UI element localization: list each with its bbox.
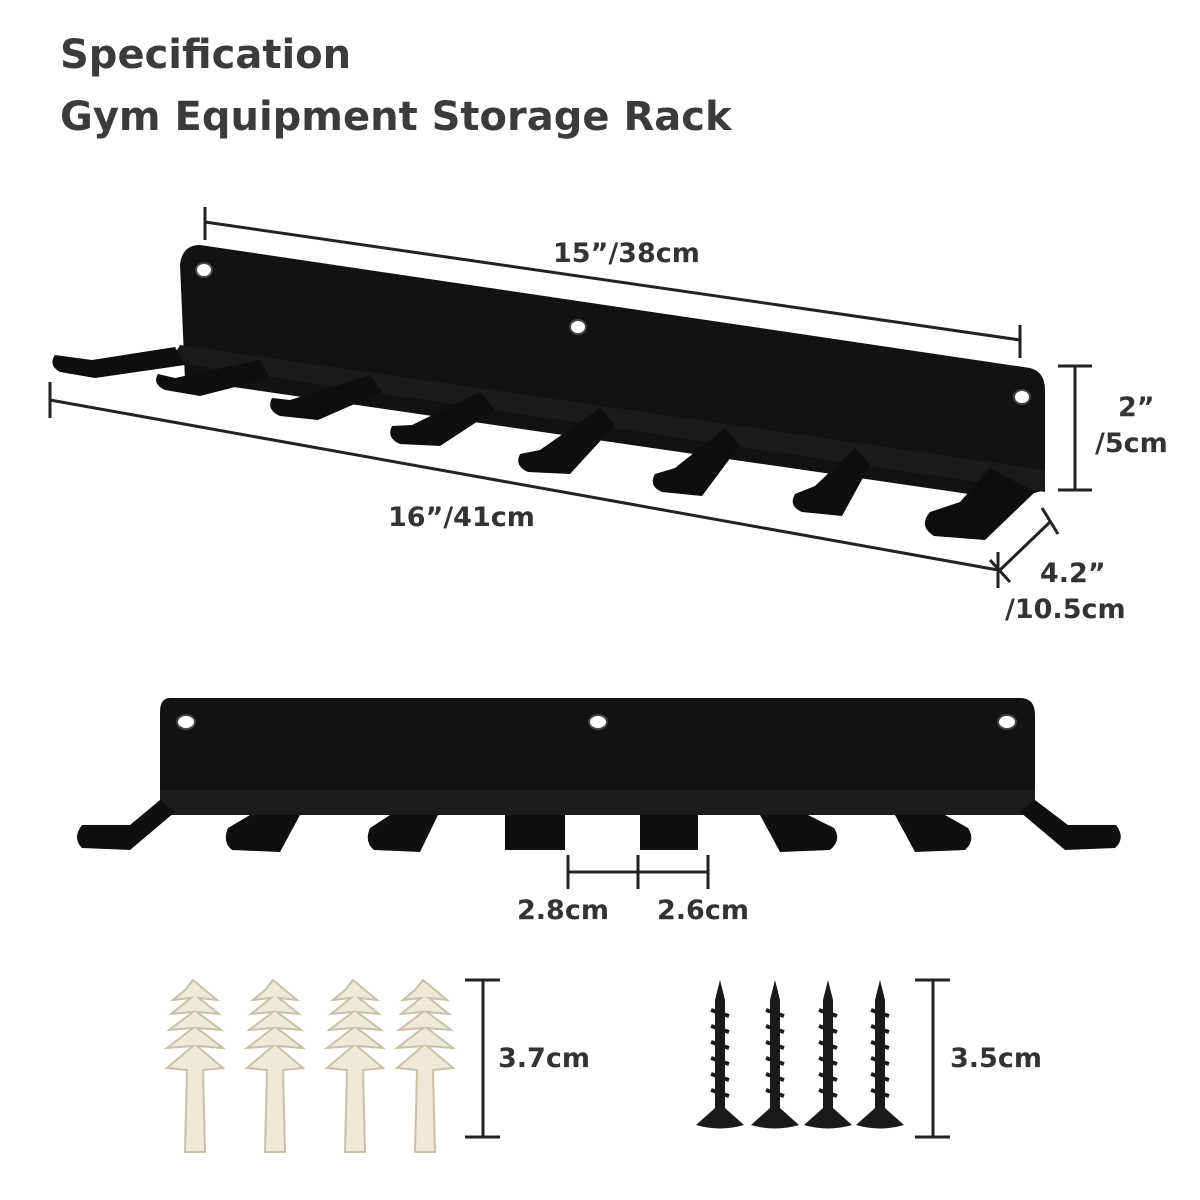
rack-back-plate — [180, 245, 1045, 500]
rack-hooks-perspective — [52, 347, 1035, 540]
rack-front-view — [77, 698, 1121, 889]
label-height-value: 2” — [1118, 392, 1155, 423]
screw — [804, 980, 852, 1129]
dimension-line-height — [1058, 364, 1092, 492]
label-height-metric: /5cm — [1095, 428, 1168, 459]
wall-anchor — [393, 978, 457, 1153]
screws — [696, 978, 950, 1139]
dimension-line-slots — [566, 855, 710, 889]
dimension-line-back-length — [203, 207, 1022, 358]
front-mount-hole-right — [997, 714, 1017, 730]
screw — [696, 980, 744, 1129]
label-back-length: 15”/38cm — [553, 238, 700, 269]
label-depth-metric: /10.5cm — [1005, 594, 1126, 625]
dimension-line-depth — [988, 507, 1060, 584]
product-subtitle: Gym Equipment Storage Rack — [60, 94, 732, 140]
label-total-length: 16”/41cm — [388, 502, 535, 533]
rack-front-plate — [160, 698, 1035, 790]
front-mount-hole-left — [176, 714, 196, 730]
wall-anchor — [243, 978, 307, 1153]
label-depth-value: 4.2” — [1040, 558, 1106, 589]
label-anchor-length: 3.7cm — [498, 1043, 590, 1074]
mount-hole-right — [1013, 389, 1031, 405]
mount-hole-center — [569, 319, 587, 335]
front-mount-hole-center — [588, 714, 608, 730]
wall-anchor — [163, 978, 227, 1153]
screw — [751, 980, 799, 1129]
wall-anchor — [323, 978, 387, 1153]
label-screw-length: 3.5cm — [950, 1043, 1042, 1074]
label-slot-gap: 2.8cm — [517, 895, 609, 926]
rack-perspective-view — [48, 207, 1092, 588]
page-title: Specification — [60, 32, 352, 78]
dimension-line-anchor — [465, 978, 500, 1139]
dimension-line-screw — [915, 978, 950, 1139]
label-hook-width: 2.6cm — [657, 895, 749, 926]
rack-hooks-front — [77, 800, 1121, 852]
wall-anchors — [163, 978, 500, 1153]
mount-hole-left — [195, 262, 213, 278]
screw — [856, 980, 904, 1129]
